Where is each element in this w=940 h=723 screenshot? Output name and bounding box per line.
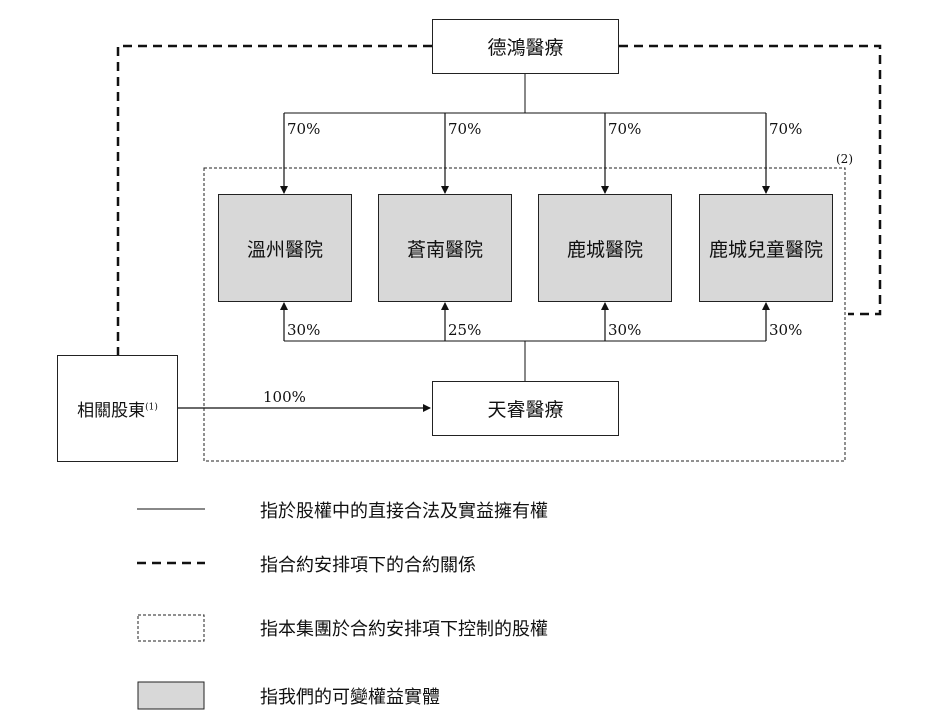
top-stake-4: 70% <box>769 120 803 138</box>
top-stake-2: 70% <box>448 120 482 138</box>
legend-dotted-box <box>137 614 205 642</box>
legend-grey-text: 指我們的可變權益實體 <box>260 687 440 708</box>
hospital-box-1: 溫州醫院 <box>218 194 352 302</box>
top-stake-3: 70% <box>608 120 642 138</box>
dehong-label: 德鴻醫療 <box>487 37 564 59</box>
hospital-box-3: 鹿城醫院 <box>538 194 672 302</box>
hospital-label-3: 鹿城醫院 <box>566 238 643 261</box>
bottom-stake-3: 30% <box>608 321 642 339</box>
legend-dotted-text: 指本集團於合約安排項下控制的股權 <box>260 619 548 640</box>
bottom-stake-4: 30% <box>769 321 803 339</box>
hospital-label-2: 蒼南醫院 <box>406 238 483 261</box>
hospital-box-2: 蒼南醫院 <box>378 194 512 302</box>
top-stake-1: 70% <box>287 120 321 138</box>
hospital-box-4: 鹿城兒童醫院 <box>699 194 833 302</box>
shareholders-label: 相關股東(1) <box>77 401 158 421</box>
group-note: (2) <box>836 152 853 166</box>
shareholders-note: (1) <box>145 402 158 413</box>
hospital-label-4: 鹿城兒童醫院 <box>708 238 823 261</box>
contract-line-right <box>619 44 882 316</box>
legend-grey-box <box>137 681 205 710</box>
bottom-stake-1: 30% <box>287 321 321 339</box>
bottom-stake-2: 25% <box>448 321 482 339</box>
tianrui-label: 天睿醫療 <box>487 399 564 421</box>
shareholders-box: 相關股東(1) <box>57 355 178 462</box>
tianrui-box: 天睿醫療 <box>432 381 619 436</box>
hospital-label-1: 溫州醫院 <box>246 238 323 261</box>
dehong-box: 德鴻醫療 <box>432 19 619 74</box>
legend-solid-text: 指於股權中的直接合法及實益擁有權 <box>260 501 548 522</box>
legend-dashed-text: 指合約安排項下的合約關係 <box>260 555 476 576</box>
group-boundary <box>203 167 846 462</box>
shareholder-stake: 100% <box>263 388 306 406</box>
